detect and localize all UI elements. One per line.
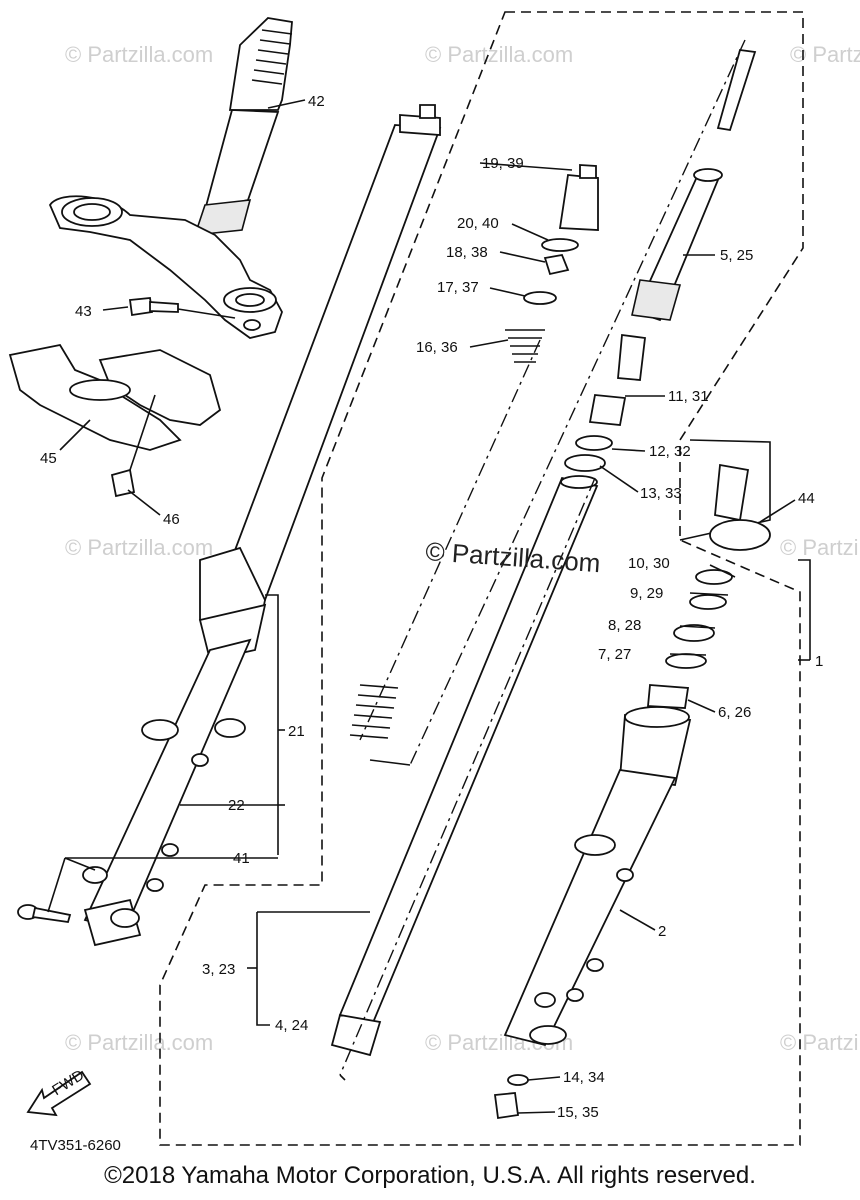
guide-line (339, 477, 596, 1076)
label-22: 22 (228, 797, 245, 814)
copyright-notice: ©2018 Yamaha Motor Corporation, U.S.A. A… (104, 1162, 756, 1189)
fork-spring-16-36 (349, 329, 545, 739)
label-16-36: 16, 36 (416, 339, 458, 356)
oil-lock-piece-11-31 (588, 394, 627, 426)
guide-line (359, 339, 541, 741)
label-11-31: 11, 31 (668, 388, 709, 405)
dust-seal-10-30 (695, 569, 733, 585)
drawing-code: 4TV351-6260 (30, 1137, 121, 1154)
metal-13-33 (564, 454, 606, 472)
outer-tube-2 (503, 706, 692, 1047)
watermark: © Partzilla.com (790, 42, 860, 67)
steering-stem-42 (48, 17, 293, 339)
washer-7-27 (665, 653, 707, 669)
label-44: 44 (798, 490, 815, 507)
label-6-26: 6, 26 (718, 704, 751, 721)
watermark: © Partzilla.com (780, 1030, 860, 1055)
bushing-6-26 (647, 684, 690, 709)
guide-line (409, 39, 746, 766)
label-19-39: 19, 39 (482, 155, 524, 172)
o-ring-20-40 (541, 238, 579, 252)
label-46: 46 (163, 511, 180, 528)
clip-9-29 (689, 594, 727, 610)
fwd-arrow-icon: FWD (26, 1066, 92, 1117)
label-14-34: 14, 34 (563, 1069, 605, 1086)
label-1: 1 (815, 653, 823, 670)
label-12-32: 12, 32 (649, 443, 691, 460)
label-3-23: 3, 23 (202, 961, 235, 978)
label-13-33: 13, 33 (640, 485, 682, 502)
watermark: © Partzilla.com (780, 535, 860, 560)
label-42: 42 (308, 93, 325, 110)
label-8-28: 8, 28 (608, 617, 641, 634)
label-45: 45 (40, 450, 57, 467)
fork-guard-45 (8, 343, 222, 498)
washer-17-37 (523, 291, 557, 305)
callout-labels: 42 43 45 46 19, 39 20, 40 18, 38 17, 37 … (40, 93, 823, 1121)
label-7-27: 7, 27 (598, 646, 631, 663)
label-17-37: 17, 37 (437, 279, 479, 296)
label-20-40: 20, 40 (457, 215, 499, 232)
label-15-35: 15, 35 (557, 1104, 599, 1121)
label-9-29: 9, 29 (630, 585, 663, 602)
label-5-25: 5, 25 (720, 247, 753, 264)
label-2: 2 (658, 923, 666, 940)
watermark: © Partzilla.com (65, 42, 213, 67)
watermark: © Partzilla.com (425, 42, 573, 67)
leader-lines (47, 99, 811, 1114)
watermark: © Partzilla.com (65, 1030, 213, 1055)
assembly-boundary (159, 11, 804, 1146)
watermark: © Partzilla.com (65, 535, 213, 560)
label-43: 43 (75, 303, 92, 320)
label-41: 41 (233, 850, 250, 867)
oil-seal-8-28 (673, 624, 715, 642)
watermark-main: © Partzilla.com (425, 536, 602, 578)
watermark-group: © Partzilla.com © Partzilla.com © Partzi… (65, 42, 860, 1055)
label-4-24: 4, 24 (275, 1017, 308, 1034)
gasket-14-34 (507, 1074, 529, 1086)
damper-rod-5-25 (631, 49, 757, 322)
bolt-43 (128, 297, 236, 319)
nut-18-38 (543, 253, 570, 276)
inner-tube-3-4 (330, 475, 599, 1057)
axle-pinch-bolt-41 (17, 904, 72, 924)
adjuster-19-39 (558, 164, 599, 231)
label-18-38: 18, 38 (446, 244, 488, 261)
fork-guide-44 (679, 439, 771, 551)
label-10-30: 10, 30 (628, 555, 670, 572)
guide-12-32 (575, 435, 613, 451)
bolt-15-35 (493, 1092, 520, 1120)
label-21: 21 (288, 723, 305, 740)
piston-ring (617, 333, 646, 381)
